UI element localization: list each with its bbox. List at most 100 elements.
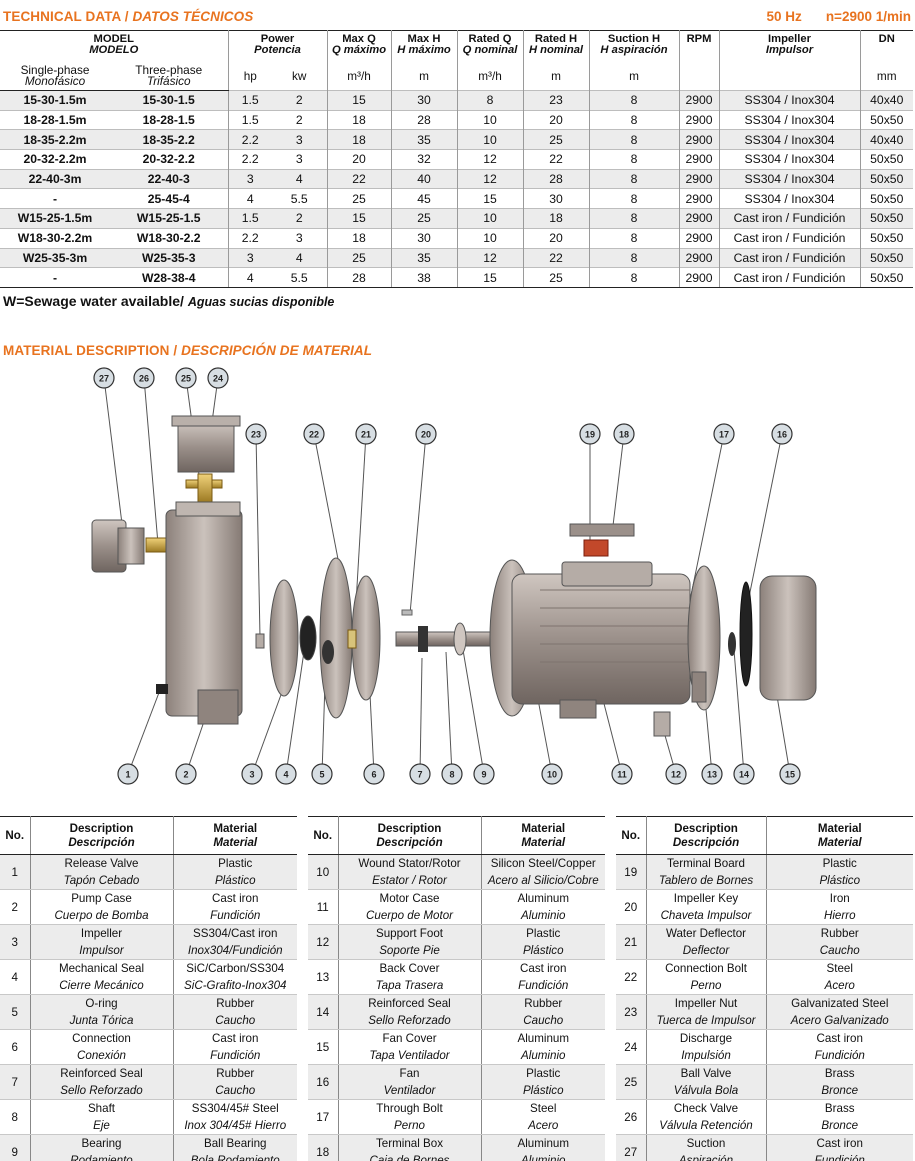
table-cell: 22 (523, 149, 590, 170)
callout-circle (701, 763, 723, 785)
callout-circle (665, 763, 687, 785)
table-cell: 8 (589, 247, 680, 268)
item-number: 11 (308, 889, 339, 925)
pump-case-part (165, 501, 243, 725)
table-cell: 50x50 (860, 168, 913, 189)
callout-number: 7 (417, 770, 422, 780)
unit-impeller (719, 60, 861, 91)
table-cell: 4 (228, 267, 272, 288)
callout-number: 10 (547, 770, 557, 780)
table-cell: 18-28-1.5 (110, 109, 229, 130)
tech-title: TECHNICAL DATA / DATOS TÉCNICOS (3, 9, 253, 24)
table-cell: 50x50 (860, 188, 913, 209)
callout-circle (613, 423, 635, 445)
table-cell: 15 (457, 267, 524, 288)
table-cell: 3 (272, 227, 328, 248)
item-number: 15 (308, 1029, 339, 1065)
callout-number: 19 (585, 430, 595, 440)
table-cell: 2900 (679, 90, 720, 111)
callout-number: 14 (739, 770, 749, 780)
unit-dn: mm (876, 68, 897, 83)
exploded-pump-diagram: 2726252423222120191817161234567891011121… (91, 367, 817, 785)
unit-maxq: m³/h (327, 60, 392, 91)
table-cell: 20-32-2.2m (0, 149, 110, 170)
callout-circle (441, 763, 463, 785)
item-number: 24 (616, 1029, 647, 1065)
table-cell: W28-38-4 (110, 267, 229, 288)
callout-circle (771, 423, 793, 445)
table-cell: 45 (391, 188, 458, 209)
unit-kw: kw (272, 60, 328, 91)
table-cell: 3 (272, 149, 328, 170)
shaft-part (395, 622, 497, 656)
terminal-box-part (569, 523, 635, 557)
table-cell: 8 (589, 149, 680, 170)
table-cell: 30 (391, 90, 458, 111)
table-cell: 15 (327, 90, 392, 111)
table-cell: 2.2 (228, 227, 272, 248)
callout-number: 20 (421, 430, 431, 440)
callout-circle (473, 763, 495, 785)
callout-circle (207, 367, 229, 389)
frequency: 50 Hz (766, 9, 802, 24)
table-cell: 15 (327, 208, 392, 229)
table-cell: 2 (272, 208, 328, 229)
table-cell: 8 (589, 208, 680, 229)
callout-circle (611, 763, 633, 785)
table-cell: 2900 (679, 129, 720, 150)
callout-circle (133, 367, 155, 389)
table-cell: 8 (457, 90, 524, 111)
callout-number: 8 (449, 770, 454, 780)
table-cell: 30 (523, 188, 590, 209)
support-foot-part (653, 711, 671, 737)
table-cell: 4 (272, 247, 328, 268)
table-cell: 18 (327, 129, 392, 150)
table-cell: 20-32-2.2 (110, 149, 229, 170)
table-cell: 2900 (679, 149, 720, 170)
table-cell: Cast iron / Fundición (719, 247, 861, 268)
item-number: 8 (0, 1099, 31, 1135)
table-cell: 35 (391, 247, 458, 268)
unit-maxh: m (391, 60, 458, 91)
callout-circle (117, 763, 139, 785)
table-cell: 15-30-1.5m (0, 90, 110, 111)
table-cell: 15 (457, 188, 524, 209)
callout-number: 18 (619, 430, 629, 440)
table-cell: 30 (391, 227, 458, 248)
table-cell: 2.2 (228, 149, 272, 170)
sewage-note-en: W=Sewage water available/ (3, 293, 188, 309)
ball-valve-part (185, 473, 223, 503)
